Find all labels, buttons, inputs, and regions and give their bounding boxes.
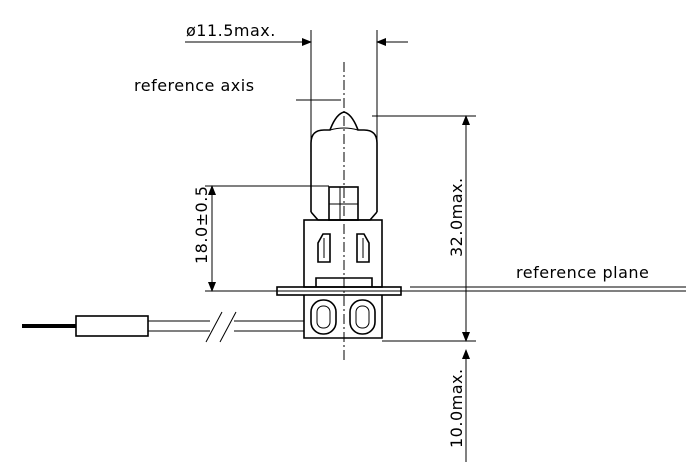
bulb-base (303, 219, 383, 288)
reference-plane-label: reference plane (516, 263, 649, 282)
height-18-label: 18.0±0.5 (192, 186, 211, 264)
diameter-label: ø11.5max. (186, 21, 276, 40)
diameter-dimension (185, 30, 408, 152)
lead-wire (22, 311, 304, 343)
height-18-dimension (205, 185, 329, 292)
reference-axis-label: reference axis (134, 76, 255, 95)
height-10-label: 10.0max. (447, 368, 466, 448)
height-32-label: 32.0max. (447, 177, 466, 257)
connector-block (303, 295, 383, 339)
